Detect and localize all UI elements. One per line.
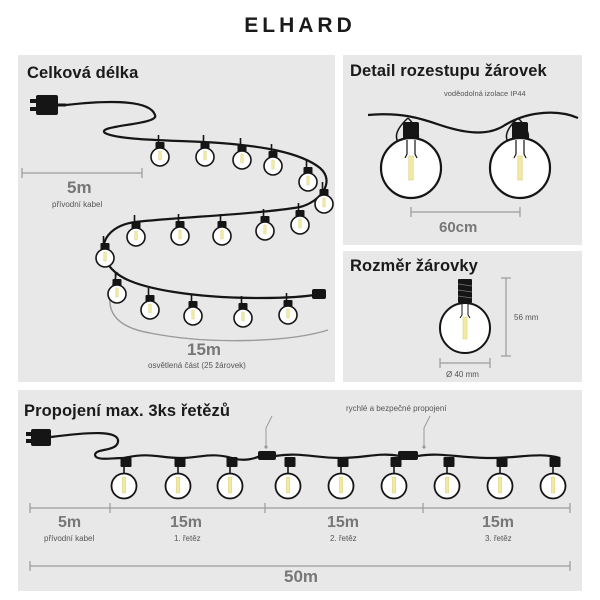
- lit-length-value: 15m: [187, 340, 222, 359]
- segment-3-length: 15m: [482, 514, 515, 531]
- lit-length-label: osvětlená část (25 žárovek): [148, 361, 246, 370]
- bulb-diameter-value: Ø 40 mm: [446, 370, 479, 379]
- spacing-detail-drawing: [367, 111, 579, 217]
- chain-dimensions: [29, 503, 571, 571]
- ip44-note: voděodolná izolace IP44: [444, 89, 526, 98]
- segment-2-length: 15m: [327, 514, 360, 531]
- bulb-height-value: 56 mm: [514, 313, 539, 322]
- brand-logo: ELHARD: [0, 14, 600, 38]
- segment-1-length: 15m: [170, 514, 203, 531]
- segment-3-label: 3. řetěz: [485, 534, 512, 543]
- spacing-value: 60cm: [439, 219, 478, 236]
- brand-logo-text: ELHARD: [244, 14, 356, 37]
- bulb-size-drawing: [439, 277, 511, 368]
- panel-total-title: Celková délka: [27, 64, 139, 82]
- segment-0-label: přívodní kabel: [44, 534, 95, 543]
- segment-0-length: 5m: [58, 514, 82, 531]
- cable-length-dimension: [21, 168, 143, 178]
- segment-1-label: 1. řetěz: [174, 534, 201, 543]
- segment-2-label: 2. řetěz: [330, 534, 357, 543]
- panel-connect-title: Propojení max. 3ks řetězů: [24, 402, 231, 420]
- cable-length-label: přívodní kabel: [52, 200, 103, 209]
- panel-spacing-title: Detail rozestupu žárovek: [350, 62, 547, 80]
- connected-chains-drawing: [26, 415, 567, 500]
- connector-note: rychlé a bezpečné propojení: [346, 404, 447, 413]
- coiled-string-drawing: [30, 95, 334, 342]
- total-length-value: 50m: [284, 567, 319, 586]
- panel-bulb-title: Rozměr žárovky: [350, 257, 478, 275]
- cable-length-value: 5m: [67, 178, 92, 197]
